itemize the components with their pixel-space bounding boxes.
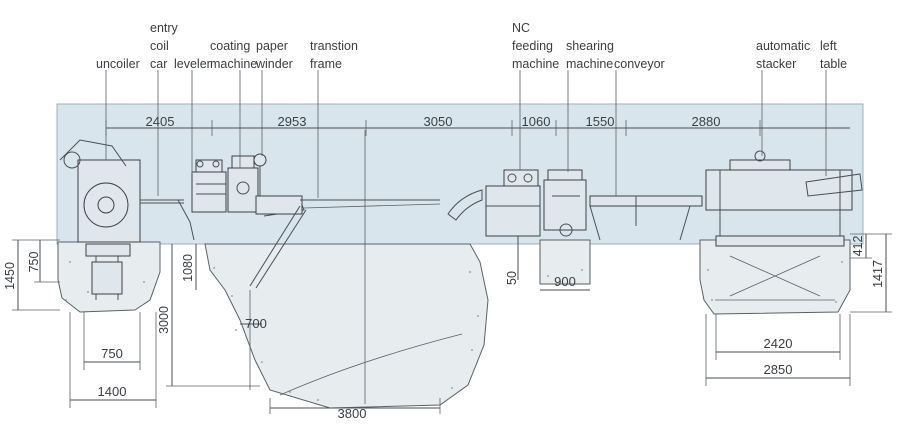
dim-stacker-width-outer: 2850: [764, 362, 793, 377]
label-shearing-machine-2: machine: [566, 57, 613, 71]
label-transition-frame-2: frame: [310, 57, 342, 71]
dim-top-2: 2953: [278, 114, 307, 129]
dim-uncoiler-width-outer: 1400: [98, 384, 127, 399]
label-conveyor: conveyor: [614, 57, 665, 71]
label-leveler: leveler: [174, 57, 211, 71]
dim-top-6: 2880: [692, 114, 721, 129]
dim-pit-step: 700: [245, 316, 267, 331]
main-pit: [204, 130, 489, 409]
dimension-lines: [12, 233, 892, 414]
nc-feeding-machine: [485, 169, 541, 237]
entry-guide: [447, 189, 483, 221]
dim-uncoiler-pit-height: 1450: [3, 262, 17, 290]
shearing-machine: [543, 169, 587, 237]
label-left-table-2: table: [820, 57, 847, 71]
label-coating-machine-1: coating: [210, 39, 250, 53]
label-left-table-1: left: [820, 39, 837, 53]
left-table: [805, 173, 863, 197]
leveler-machine: [191, 159, 227, 213]
dim-top-1: 2405: [146, 114, 175, 129]
dim-top-4: 1060: [522, 114, 551, 129]
dim-top-3: 3050: [424, 114, 453, 129]
automatic-stacker: [705, 150, 853, 247]
top-dimension-chain: [105, 120, 850, 136]
dim-stacker-height-small: 412: [851, 236, 865, 257]
conveyor: [589, 195, 703, 241]
transition-frame: [249, 199, 441, 289]
dim-leveler-height: 1080: [181, 254, 195, 282]
label-nc-feeding-1: NC: [512, 21, 530, 35]
label-transition-frame-1: transtion: [310, 39, 358, 53]
dim-pit-depth: 3000: [157, 306, 171, 334]
dim-pit-width: 3800: [338, 406, 367, 421]
label-entry-coil-car-3: car: [150, 57, 167, 71]
label-nc-feeding-2: feeding: [512, 39, 553, 53]
paper-winder: [253, 153, 305, 217]
label-entry-coil-car-2: coil: [150, 39, 169, 53]
label-paper-winder-2: winder: [255, 57, 293, 71]
dim-top-5: 1550: [586, 114, 615, 129]
concrete-texture: [65, 261, 843, 401]
entry-coil-car: [140, 199, 195, 241]
label-paper-winder-1: paper: [256, 39, 288, 53]
uncoiler-machine: [59, 139, 141, 300]
stacker-pit: [699, 239, 851, 315]
dim-feeder-step: 50: [505, 271, 519, 285]
dim-stacker-width-inner: 2420: [764, 336, 793, 351]
coating-machine: [227, 155, 259, 213]
label-leaders: [105, 70, 827, 198]
dim-uncoiler-pit-depth: 750: [27, 252, 41, 273]
dim-uncoiler-width-inner: 750: [101, 346, 123, 361]
dim-stacker-height-large: 1417: [871, 260, 885, 288]
label-automatic-stacker-2: stacker: [756, 57, 796, 71]
label-entry-coil-car-1: entry: [150, 21, 179, 35]
label-nc-feeding-3: machine: [512, 57, 559, 71]
label-automatic-stacker-1: automatic: [756, 39, 810, 53]
dim-shear-pit-width: 900: [554, 274, 576, 289]
shear-pit: [539, 239, 591, 285]
label-shearing-machine-1: shearing: [566, 39, 614, 53]
label-uncoiler: uncoiler: [96, 57, 140, 71]
label-coating-machine-2: machine: [210, 57, 257, 71]
